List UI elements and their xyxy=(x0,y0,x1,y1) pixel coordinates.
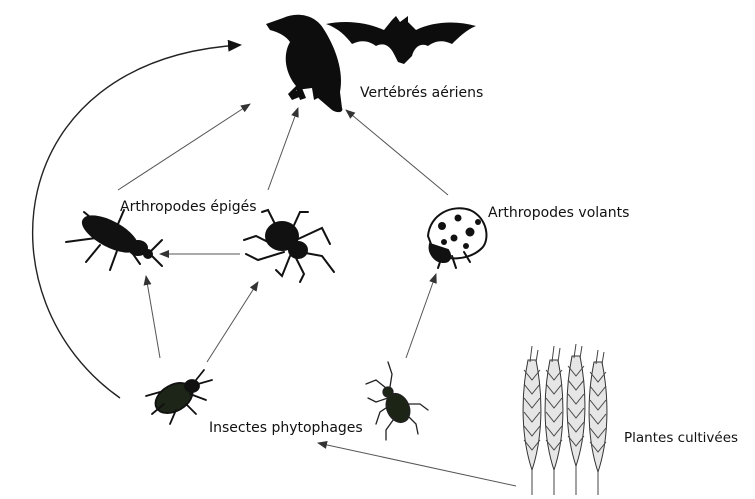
label-insectes-phytophages: Insectes phytophages xyxy=(209,421,363,435)
arrow-aphid-to-ladybug xyxy=(406,274,436,358)
phytophagous-beetle-icon xyxy=(146,370,212,424)
arrow-phyto-to-beetle xyxy=(146,276,160,358)
bat-icon xyxy=(326,16,476,64)
ladybug-icon xyxy=(428,208,486,268)
arrow-spider-to-vertebres xyxy=(268,108,298,190)
wheat-icon xyxy=(523,344,607,495)
label-vertebres-aeriens: Vertébrés aériens xyxy=(360,86,483,100)
arrow-plants-to-phytophages xyxy=(318,443,516,486)
spider-icon xyxy=(244,210,334,282)
arrow-ladybug-to-vertebres xyxy=(346,110,448,195)
label-plantes-cultivees: Plantes cultivées xyxy=(624,432,738,446)
label-arthropodes-epiges: Arthropodes épigés xyxy=(120,200,257,214)
aphid-icon xyxy=(366,362,428,440)
ground-beetle-icon xyxy=(66,209,162,270)
arrow-phytophages-to-vertebres xyxy=(33,45,240,398)
arrow-phyto-to-spider xyxy=(207,282,258,362)
arrow-beetle-to-vertebres xyxy=(118,104,250,190)
label-arthropodes-volants: Arthropodes volants xyxy=(488,206,629,220)
crow-icon xyxy=(266,15,342,112)
